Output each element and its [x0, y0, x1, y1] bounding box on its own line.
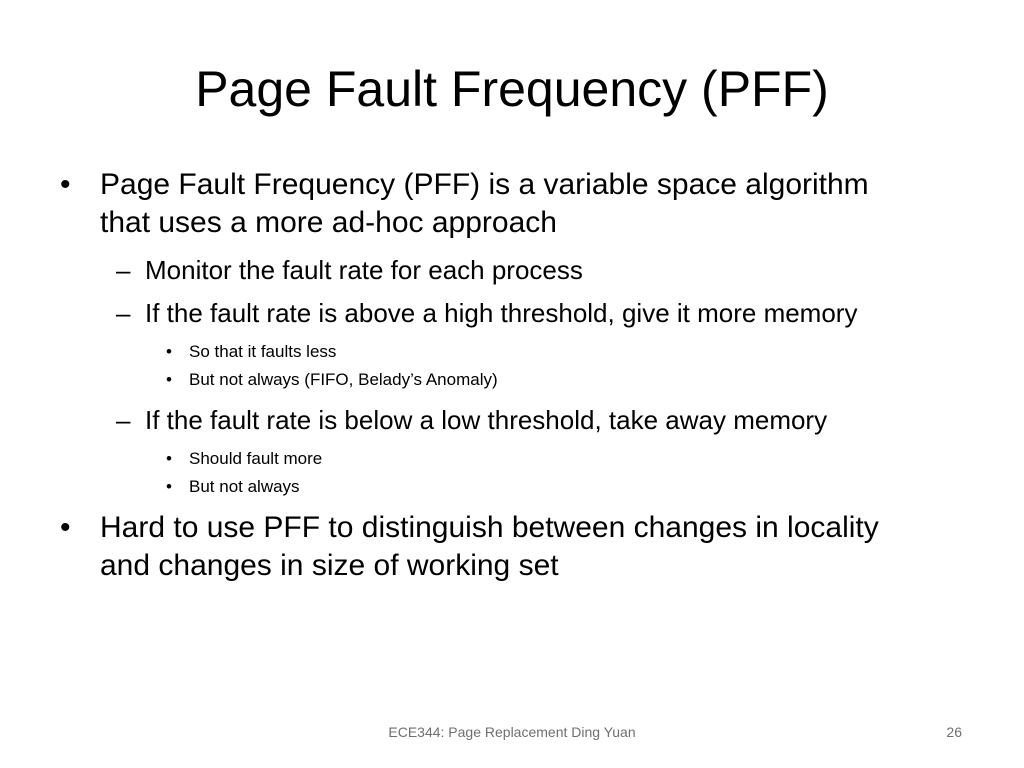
bullet-text: If the fault rate is above a high thresh…	[145, 298, 858, 328]
bullet-level2: – Monitor the fault rate for each proces…	[60, 252, 920, 289]
slide-number: 26	[946, 724, 962, 740]
bullet-dot-icon: •	[60, 168, 71, 201]
bullet-text: Monitor the fault rate for each process	[145, 255, 583, 285]
bullet-dot-icon: •	[166, 370, 172, 389]
bullet-level3: • But not always	[60, 473, 920, 501]
bullet-level2: – If the fault rate is below a low thres…	[60, 402, 920, 439]
bullet-text: Should fault more	[189, 449, 323, 468]
bullet-text: But not always	[189, 477, 300, 496]
bullet-dot-icon: •	[166, 342, 172, 361]
bullet-level3: • So that it faults less	[60, 338, 920, 366]
bullet-dash-icon: –	[116, 298, 131, 328]
bullet-level3: • But not always (FIFO, Belady’s Anomaly…	[60, 366, 920, 394]
bullet-text: Hard to use PFF to distinguish between c…	[100, 511, 879, 582]
bullet-dot-icon: •	[60, 511, 71, 544]
slide-title: Page Fault Frequency (PFF)	[195, 61, 829, 117]
footer-text: ECE344: Page Replacement Ding Yuan	[388, 724, 636, 740]
bullet-text: So that it faults less	[189, 342, 337, 361]
bullet-dash-icon: –	[116, 405, 131, 435]
bullet-dot-icon: •	[166, 449, 172, 468]
bullet-text: Page Fault Frequency (PFF) is a variable…	[100, 168, 869, 239]
bullet-level3: • Should fault more	[60, 445, 920, 473]
bullet-text: If the fault rate is below a low thresho…	[145, 405, 828, 435]
bullet-level1: • Page Fault Frequency (PFF) is a variab…	[60, 166, 920, 242]
bullet-level1: • Hard to use PFF to distinguish between…	[60, 509, 920, 585]
bullet-level2: – If the fault rate is above a high thre…	[60, 295, 920, 332]
bullet-dash-icon: –	[116, 255, 131, 285]
bullet-text: But not always (FIFO, Belady’s Anomaly)	[189, 370, 498, 389]
bullet-level3-group: • So that it faults less • But not alway…	[60, 338, 920, 394]
bullet-level3-group: • Should fault more • But not always	[60, 445, 920, 501]
bullet-dot-icon: •	[166, 477, 172, 496]
slide-content: • Page Fault Frequency (PFF) is a variab…	[60, 166, 920, 595]
